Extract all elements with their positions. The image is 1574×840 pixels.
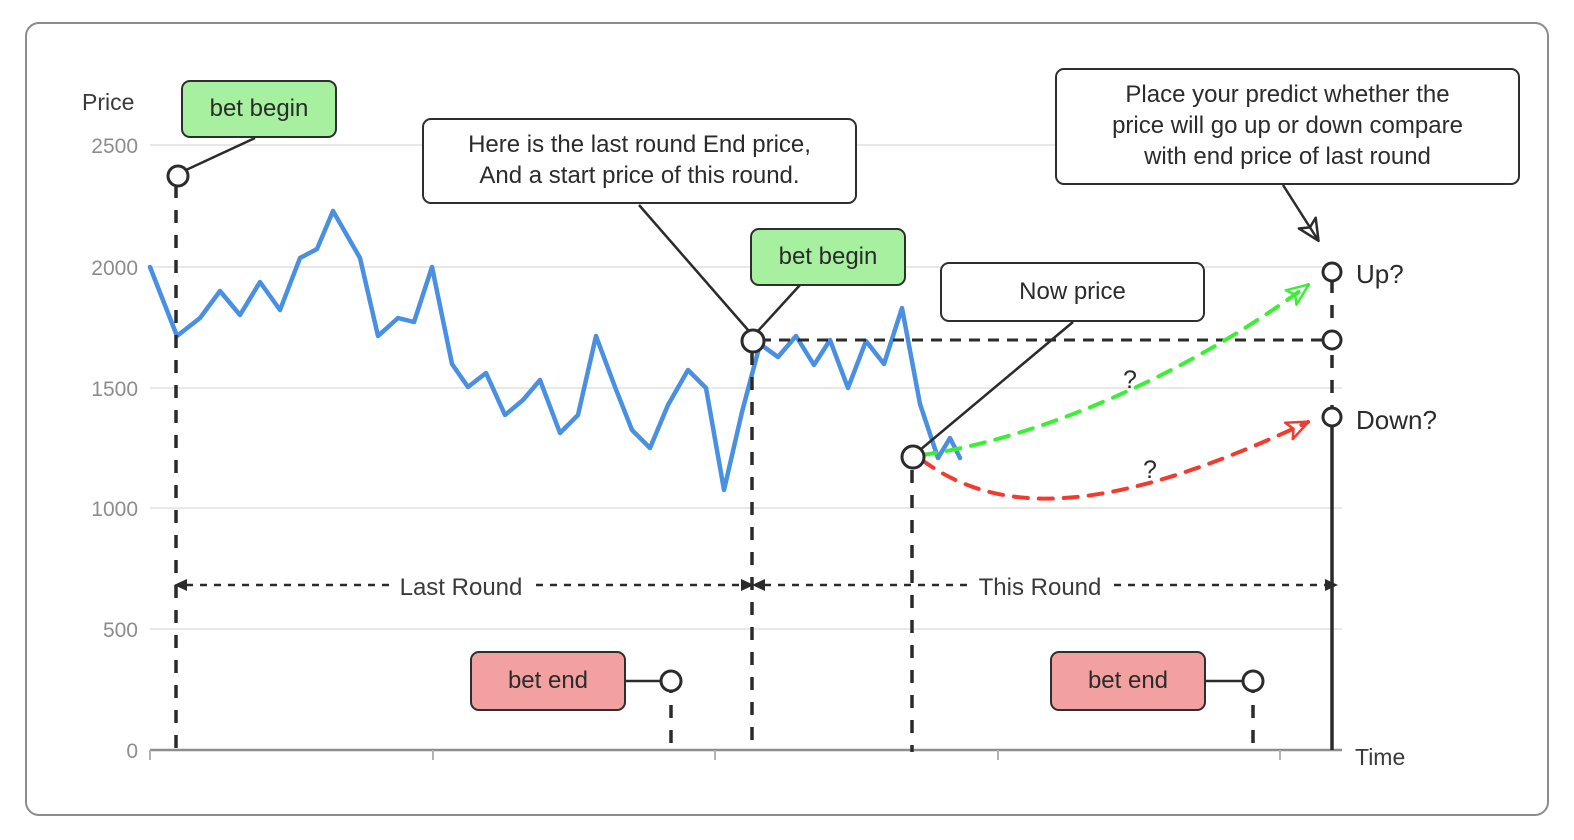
question-mark-down: ? — [1143, 456, 1157, 484]
marker-reference-end — [1321, 329, 1343, 351]
callout-bet-end-1[interactable]: bet end — [470, 651, 626, 711]
callout-last-round-end-price-line1: Here is the last round End price, — [468, 131, 811, 159]
down-prediction-curve — [920, 420, 1311, 501]
last-round-label: Last Round — [400, 574, 523, 601]
question-mark-up: ? — [1123, 366, 1137, 394]
up-label: Up? — [1356, 259, 1404, 289]
callout-last-round-end-price[interactable]: Here is the last round End price, And a … — [422, 118, 857, 204]
callout-bet-begin-1-label: bet begin — [209, 94, 309, 122]
this-round-label: This Round — [979, 574, 1102, 601]
y-tick-1000: 1000 — [91, 498, 138, 521]
marker-bet-end-2 — [1241, 669, 1265, 693]
callout-last-round-end-price-line2: And a start price of this round. — [479, 162, 800, 189]
last-round-measure: Last Round — [174, 570, 754, 601]
callout-predict-line3: with end price of last round — [1144, 142, 1431, 170]
y-tick-500: 500 — [103, 619, 138, 642]
marker-bet-end-1 — [659, 669, 683, 693]
down-label: Down? — [1356, 405, 1437, 435]
callout-now-price[interactable]: Now price — [940, 262, 1205, 322]
marker-up-target — [1321, 261, 1343, 283]
up-prediction-curve — [920, 283, 1311, 457]
marker-now-price — [900, 444, 926, 470]
y-tick-2000: 2000 — [91, 257, 138, 280]
x-axis — [149, 748, 1342, 760]
marker-last-round-end — [740, 328, 766, 354]
callout-bet-end-2-label: bet end — [1087, 666, 1169, 694]
price-line — [147, 208, 963, 493]
this-round-measure: This Round — [752, 570, 1338, 601]
callout-bet-end-1-label: bet end — [507, 666, 589, 694]
leader-predict — [1281, 184, 1320, 243]
callout-bet-begin-2[interactable]: bet begin — [750, 228, 906, 286]
leader-bet-begin-2 — [757, 284, 801, 332]
callout-predict-instruction[interactable]: Place your predict whether the price wil… — [1055, 68, 1520, 185]
marker-down-target — [1321, 406, 1343, 428]
leader-now-price — [919, 321, 1074, 451]
y-tick-2500: 2500 — [91, 135, 138, 158]
y-axis-title: Price — [82, 89, 134, 115]
callout-predict-line1: Place your predict whether the — [1125, 81, 1450, 109]
point-markers — [166, 164, 1343, 693]
callout-predict-line2: price will go up or down compare — [1112, 112, 1463, 140]
y-tick-1500: 1500 — [91, 378, 138, 401]
leader-bet-begin-1 — [185, 136, 256, 172]
y-axis-ticks: 2500 2000 1500 1000 500 0 — [91, 135, 138, 763]
callout-bet-begin-2-label: bet begin — [778, 242, 878, 270]
callout-bet-end-2[interactable]: bet end — [1050, 651, 1206, 711]
callout-bet-begin-1[interactable]: bet begin — [181, 80, 337, 138]
x-axis-title: Time — [1355, 744, 1405, 770]
leader-last-round-end — [638, 204, 749, 331]
marker-bet-begin-1 — [166, 164, 190, 188]
callout-now-price-label: Now price — [1019, 277, 1126, 305]
y-tick-0: 0 — [126, 740, 138, 763]
